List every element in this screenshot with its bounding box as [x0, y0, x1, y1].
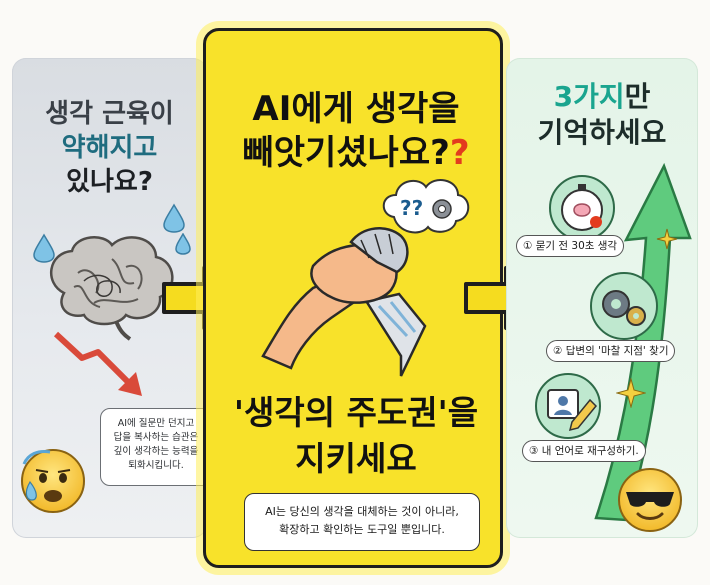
right-title-line1: 3가지만	[506, 80, 698, 114]
center-title-accent: ?	[449, 133, 470, 173]
left-title-line3: 있나요?	[66, 167, 153, 197]
left-title-line2: 약해지고	[61, 133, 158, 163]
down-arrow-icon	[53, 331, 142, 396]
right-title-rest: 만	[624, 80, 651, 113]
gear-icon	[432, 199, 452, 219]
sweat-drop-icon	[175, 233, 191, 255]
left-bubble-line: AI에 질문만 던지고	[117, 418, 195, 429]
right-title-number: 3가지	[553, 80, 625, 113]
right-panel: 3가지만 기억하세요 ① 묻기 전 30초 생각 ② 답변의 '마찰 지점' 찾…	[506, 58, 698, 538]
center-speech-bubble: AI는 당신의 생각을 대체하는 것이 아니라, 확장하고 확인하는 도구일 뿐…	[244, 493, 480, 551]
left-bubble-line: 퇴화시킵니다.	[128, 460, 184, 471]
sparkle-icon	[616, 378, 646, 408]
sunglasses-face-icon	[618, 468, 682, 532]
step-2-label: ② 답변의 '마찰 지점' 찾기	[546, 340, 676, 362]
center-sub-line1: '생각의 주도권'을	[233, 393, 479, 432]
center-panel: AI에게 생각을 빼앗기셨나요?? ?? '생각의 주도권'을 지키세요 AI는…	[203, 28, 503, 568]
center-title-main: 빼앗기셨나요?	[242, 133, 450, 173]
step-3-label: ③ 내 언어로 재구성하기.	[522, 440, 646, 462]
user-edit-icon	[535, 373, 601, 439]
arm-wrestle-icon	[261, 227, 427, 377]
sweat-drop-icon	[33, 233, 55, 263]
left-speech-bubble: AI에 질문만 던지고 답을 복사하는 습관은 깊이 생각하는 능력을 퇴화시킵…	[100, 408, 212, 486]
left-bubble-line: 답을 복사하는 습관은	[113, 432, 199, 443]
center-bubble-line1: AI는 당신의 생각을 대체하는 것이 아니라,	[265, 505, 459, 518]
worried-face-icon	[21, 449, 85, 513]
left-bubble-line: 깊이 생각하는 능력을	[113, 446, 199, 457]
gears-icon	[590, 272, 658, 340]
center-sub-line2: 지키세요	[295, 439, 417, 478]
center-title-line1: AI에게 생각을	[252, 89, 460, 129]
center-bubble-line2: 확장하고 확인하는 도구일 뿐입니다.	[279, 523, 445, 536]
brain-icon	[49, 236, 174, 341]
right-title-line2: 기억하세요	[537, 116, 667, 149]
center-title-line2: 빼앗기셨나요??	[206, 133, 506, 173]
stopwatch-brain-icon	[549, 175, 615, 241]
step-1-label: ① 묻기 전 30초 생각	[516, 235, 625, 257]
left-title-line1: 생각 근육이	[45, 99, 174, 129]
thought-cloud-text: ??	[400, 196, 423, 220]
sweat-drop-icon	[163, 203, 185, 233]
sparkle-icon	[656, 228, 678, 250]
